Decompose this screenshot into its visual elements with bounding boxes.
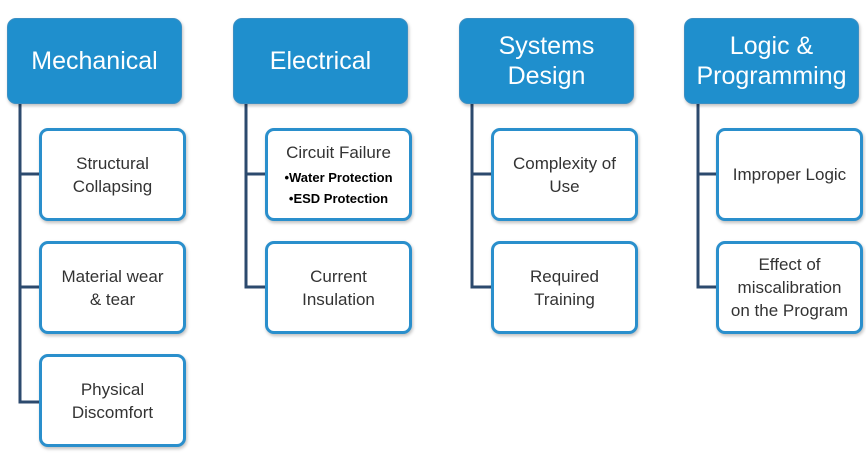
node-improper-logic: Improper Logic [716,128,863,221]
node-material-wear-tear: Material wear & tear [39,241,186,334]
connector-mechanical [18,104,40,404]
node-current-insulation: Current Insulation [265,241,412,334]
node-circuit-failure: Circuit Failure •Water Protection •ESD P… [265,128,412,221]
bullet-list: •Water Protection •ESD Protection [284,167,392,209]
connector-systems-design [470,104,492,289]
node-structural-collapsing: Structural Collapsing [39,128,186,221]
bullet-item: •Water Protection [284,169,393,185]
header-logic-programming: Logic & Programming [684,18,859,104]
node-physical-discomfort: Physical Discomfort [39,354,186,447]
bullet-item: •ESD Protection [288,190,389,206]
node-complexity-of-use: Complexity of Use [491,128,638,221]
node-required-training: Required Training [491,241,638,334]
header-electrical: Electrical [233,18,408,104]
header-systems-design: Systems Design [459,18,634,104]
connector-electrical [244,104,266,289]
header-mechanical-label: Mechanical [31,47,158,75]
header-electrical-label: Electrical [269,47,372,75]
header-mechanical: Mechanical [7,18,182,104]
connector-logic-programming [696,104,718,289]
node-effect-of-miscalibration: Effect of miscalibration on the Program [716,241,863,334]
